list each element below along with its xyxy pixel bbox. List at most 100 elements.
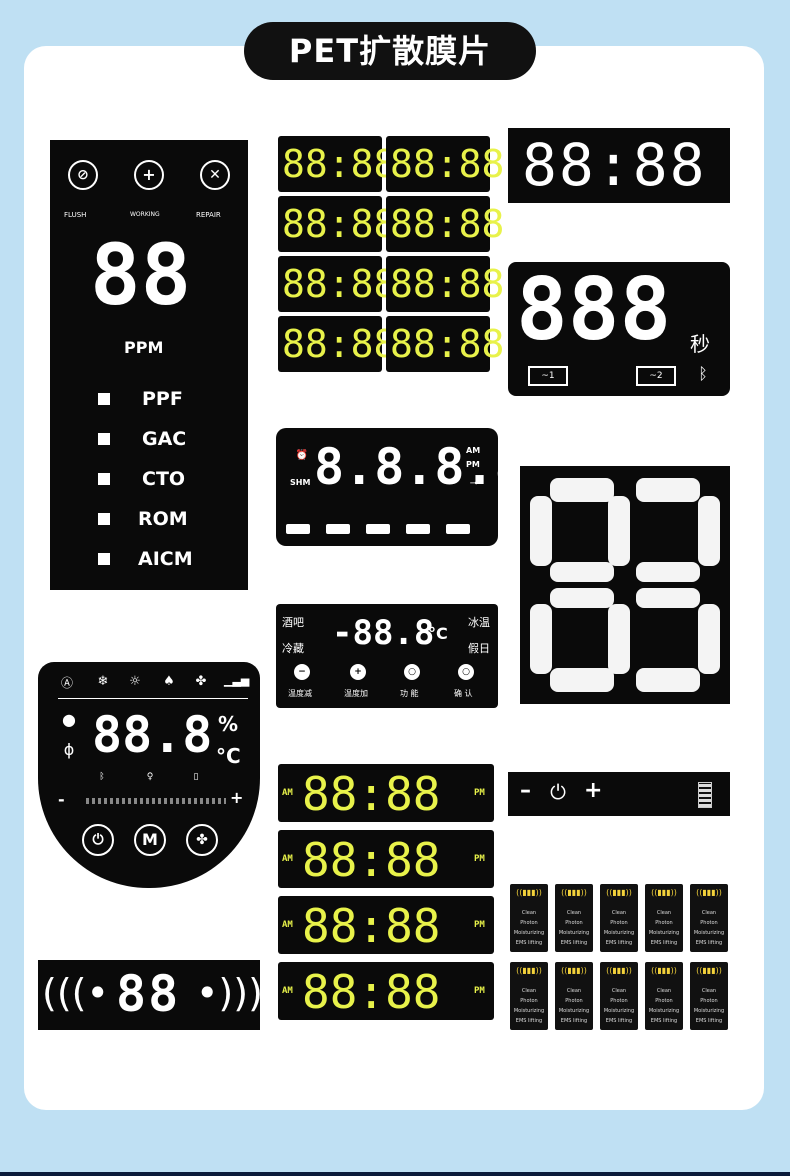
fan-button[interactable]: ✤ bbox=[186, 824, 218, 856]
bottom-divider bbox=[0, 1172, 790, 1176]
beauty-card-label: Moisturizing bbox=[648, 1008, 680, 1014]
signal-icon: ▁▃▅ bbox=[224, 674, 250, 687]
item-ppf: PPF bbox=[142, 388, 183, 410]
divider-line bbox=[58, 698, 248, 699]
beauty-card-label: EMS lifting bbox=[695, 940, 723, 946]
ampm-clock-digits: 88:88 bbox=[302, 899, 441, 953]
mode-button[interactable]: M bbox=[134, 824, 166, 856]
power-plus: + bbox=[584, 778, 603, 803]
beauty-card-label: Moisturizing bbox=[513, 1008, 545, 1014]
signal-bars-icon: ((▮▮▮)) bbox=[696, 888, 722, 897]
percent-unit: % bbox=[218, 712, 239, 736]
label-bar: 酒吧 bbox=[282, 616, 304, 629]
water-drop-icon: ● bbox=[62, 710, 76, 729]
indicator-aicm bbox=[98, 553, 110, 565]
yellow-clock-digits: 88:88 bbox=[282, 322, 397, 366]
beauty-card-label: Photon bbox=[565, 998, 583, 1004]
beauty-card-label: Clean bbox=[521, 988, 537, 994]
thermometer-icon: ɸ bbox=[63, 740, 75, 759]
yellow-clock-panel: 88:88 bbox=[386, 256, 504, 312]
beauty-card-label: Photon bbox=[655, 998, 673, 1004]
indicator-bar bbox=[326, 524, 350, 534]
yellow-clock-panel: 88:88 bbox=[278, 136, 396, 192]
seconds-digits: 888 bbox=[516, 260, 672, 360]
signal-bars-icon: ((▮▮▮)) bbox=[561, 888, 587, 897]
yellow-clock-digits: 88:88 bbox=[390, 142, 505, 186]
battery-2-icon: ~2 bbox=[636, 366, 676, 386]
snowflake-icon: ❄ bbox=[97, 674, 109, 689]
beauty-card-label: Photon bbox=[700, 998, 718, 1004]
fridge-unit: °C bbox=[428, 624, 448, 643]
temp-up-button[interactable]: + bbox=[350, 664, 366, 680]
panel-water-purifier: ⊘ + ✕ FLUSH WORKING REPAIR 88 PPM PPF GA… bbox=[50, 140, 248, 590]
beauty-card-label: Moisturizing bbox=[693, 1008, 725, 1014]
flush-icon: ⊘ bbox=[68, 160, 98, 190]
signal-bars-icon: ((▮▮▮)) bbox=[651, 966, 677, 975]
panel-seconds-display: 888 秒 ~1 ~2 ᛒ bbox=[508, 262, 730, 396]
working-icon: + bbox=[134, 160, 164, 190]
label-temp-down: 温度减 bbox=[288, 689, 312, 698]
page-title: PET扩散膜片 bbox=[244, 22, 536, 80]
yellow-clock-digits: 88:88 bbox=[282, 262, 397, 306]
yellow-clock-digits: 88:88 bbox=[390, 262, 505, 306]
panel-white-clock: 88:88 bbox=[508, 128, 730, 203]
wave-left-icon: (((• bbox=[42, 971, 109, 1015]
beauty-card-label: Photon bbox=[565, 920, 583, 926]
label-cold: 冷藏 bbox=[282, 642, 304, 655]
beauty-card-label: EMS lifting bbox=[515, 1018, 543, 1024]
ppm-digits: 88 bbox=[90, 226, 192, 324]
function-button[interactable]: ○ bbox=[404, 664, 420, 680]
label-holiday: 假日 bbox=[468, 642, 490, 655]
label-temp-up: 温度加 bbox=[344, 689, 368, 698]
label-confirm: 确 认 bbox=[454, 689, 473, 698]
fridge-digits: -88.8 bbox=[332, 613, 435, 653]
pm-label: PM bbox=[474, 854, 485, 864]
signal-bars-icon: ((▮▮▮)) bbox=[696, 966, 722, 975]
beauty-card-label: Clean bbox=[566, 988, 582, 994]
bluetooth-icon: ᛒ bbox=[99, 772, 105, 782]
beauty-card-label: Moisturizing bbox=[648, 930, 680, 936]
level-minus: - bbox=[58, 790, 65, 809]
shm-label: SHM bbox=[290, 478, 311, 487]
panel-fridge-display: 酒吧 冷藏 -88.8 °C 冰温 假日 − + ○ ○ 温度减 温度加 功 能… bbox=[276, 604, 498, 708]
am-label: AM bbox=[282, 986, 293, 996]
signal-bars-icon: ((▮▮▮)) bbox=[651, 888, 677, 897]
battery-icon: ▯ bbox=[193, 772, 199, 782]
indicator-bar bbox=[366, 524, 390, 534]
fan-icon: ✤ bbox=[195, 674, 207, 689]
clock-icon: ⏰ bbox=[295, 450, 309, 461]
panel-wave-display: (((• 88 •))) bbox=[38, 960, 263, 1030]
battery-level-icon bbox=[698, 782, 712, 808]
beauty-card-label: Photon bbox=[520, 920, 538, 926]
pm-label: PM bbox=[474, 920, 485, 930]
ampm-clock-digits: 88:88 bbox=[302, 767, 441, 821]
key-icon: ⊸ bbox=[469, 478, 479, 489]
label-flush: FLUSH bbox=[64, 211, 87, 219]
beauty-card-label: Moisturizing bbox=[558, 1008, 590, 1014]
beauty-card-label: Clean bbox=[701, 988, 717, 994]
beauty-card-label: EMS lifting bbox=[605, 1018, 633, 1024]
indicator-bar bbox=[406, 524, 430, 534]
item-rom: ROM bbox=[138, 508, 188, 530]
signal-bars-icon: ((▮▮▮)) bbox=[606, 888, 632, 897]
confirm-button[interactable]: ○ bbox=[458, 664, 474, 680]
panel-large-segments bbox=[520, 466, 730, 704]
yellow-clock-panel: 88:88 bbox=[278, 196, 396, 252]
indicator-bar bbox=[446, 524, 470, 534]
indicator-rom bbox=[98, 513, 110, 525]
microphone-icon: ♀ bbox=[146, 772, 154, 782]
ampm-clock-digits: 88:88 bbox=[302, 965, 441, 1019]
temp-down-button[interactable]: − bbox=[294, 664, 310, 680]
power-button[interactable]: ⏻ bbox=[82, 824, 114, 856]
beauty-card-label: Photon bbox=[610, 998, 628, 1004]
beauty-card-label: EMS lifting bbox=[650, 1018, 678, 1024]
beauty-card-label: Photon bbox=[520, 998, 538, 1004]
signal-bars-icon: ((▮▮▮)) bbox=[606, 966, 632, 975]
